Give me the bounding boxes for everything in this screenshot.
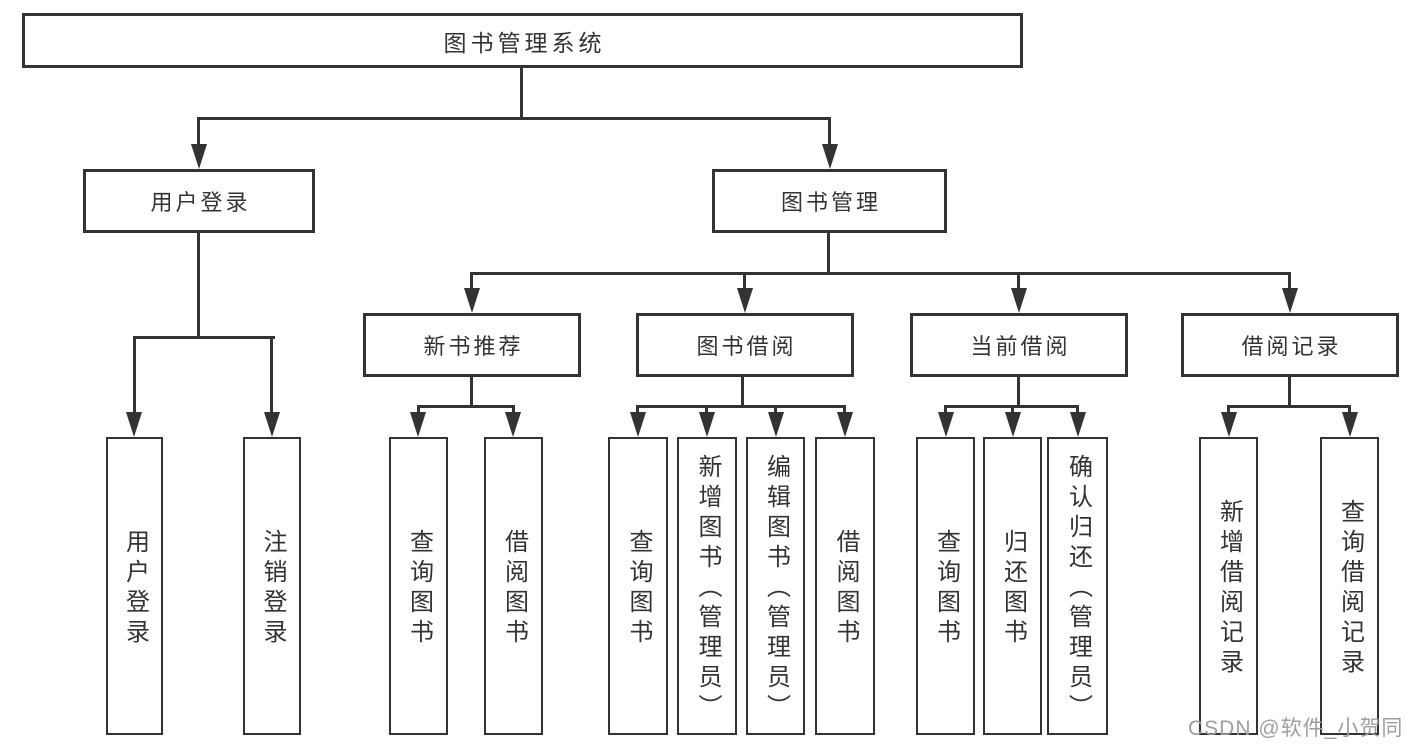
connector-line [705,405,708,417]
node-label: 新书推荐 [423,334,524,359]
arrowhead-down-icon [768,412,784,437]
arrowhead-down-icon [464,288,480,313]
arrowhead-down-icon [699,412,715,437]
leaf-query-borrow-record: 查询借阅记录 [1320,437,1379,735]
node-book-management: 图书管理 [712,169,947,233]
watermark: CSDN @软件_小贺同学 [1188,717,1405,740]
leaf-confirm-return-admin: 确认归还（管理员） [1047,437,1108,735]
connector-line [1348,405,1351,417]
node-book-borrowing: 图书借阅 [636,313,854,377]
node-label: 查询图书 [625,529,652,649]
node-library-system: 图书管理系统 [22,13,1023,68]
node-label: 当前借阅 [970,334,1071,359]
node-label: 图书管理 [780,190,881,215]
connector-line [1017,272,1020,292]
connector-line [1017,377,1020,408]
node-label: 确认归还（管理员） [1064,454,1092,724]
connector-line [470,272,473,292]
arrowhead-down-icon [822,144,838,169]
node-new-book-recommendation: 新书推荐 [363,313,581,377]
connector-line [470,377,473,408]
connector-line [843,405,846,417]
connector-line [133,336,136,416]
connector-line [133,336,275,339]
connector-line [944,405,947,417]
node-label: 新增借阅记录 [1215,499,1243,679]
node-label: 查询图书 [405,529,433,649]
connector-line [417,405,515,408]
leaf-query-books-borrowing: 查询图书 [608,437,668,735]
node-label: 图书借阅 [696,334,797,359]
node-label: 图书管理系统 [443,29,606,56]
connector-line [417,405,420,417]
leaf-edit-book-admin: 编辑图书（管理员） [746,437,805,735]
connector-line [1011,405,1014,417]
connector-line [512,405,515,417]
connector-line [636,405,639,417]
connector-line [828,117,831,147]
connector-line [1288,272,1291,292]
arrowhead-down-icon [1342,412,1358,437]
arrowhead-down-icon [264,412,280,437]
arrowhead-down-icon [1011,288,1027,313]
connector-line [197,233,200,339]
arrowhead-down-icon [837,412,853,437]
node-borrowing-records: 借阅记录 [1181,313,1399,377]
node-label: 借阅图书 [500,529,528,649]
leaf-add-book-admin: 新增图书（管理员） [677,437,737,735]
node-label: 借阅记录 [1241,334,1342,359]
leaf-borrow-books-recommend: 借阅图书 [484,437,543,735]
arrowhead-down-icon [1070,412,1086,437]
arrowhead-down-icon [938,412,954,437]
leaf-return-books: 归还图书 [983,437,1042,735]
node-label: 查询借阅记录 [1336,499,1364,679]
connector-line [1076,405,1079,417]
arrowhead-down-icon [191,144,207,169]
arrowhead-down-icon [1282,288,1298,313]
connector-line [520,66,523,119]
node-label: 新增图书（管理员） [694,454,721,724]
leaf-logout: 注销登录 [243,437,301,735]
connector-line [1288,377,1291,408]
leaf-borrow-books: 借阅图书 [815,437,875,735]
leaf-query-books-current: 查询图书 [916,437,975,735]
leaf-user-login: 用户登录 [106,437,163,735]
arrowhead-down-icon [630,412,646,437]
arrowhead-down-icon [1005,412,1021,437]
node-label: 编辑图书（管理员） [762,454,790,724]
connector-line [270,336,273,416]
node-label: 借阅图书 [832,529,859,649]
node-label: 用户登录 [150,190,251,215]
connector-line [1227,405,1230,417]
node-label: 归还图书 [999,529,1027,649]
connector-line [827,233,830,275]
arrowhead-down-icon [1221,412,1237,437]
connector-line [774,405,777,417]
leaf-add-borrow-record: 新增借阅记录 [1199,437,1258,735]
node-label: 查询图书 [932,529,960,649]
connector-line [741,377,744,408]
connector-line [743,272,746,292]
connector-line [197,117,200,147]
connector-line [197,117,831,120]
arrowhead-down-icon [410,412,426,437]
leaf-query-books-recommend: 查询图书 [389,437,448,735]
arrowhead-down-icon [737,288,753,313]
arrowhead-down-icon [505,412,521,437]
node-user-login: 用户登录 [83,169,315,233]
connector-line [470,272,1291,275]
node-current-borrowing: 当前借阅 [910,313,1128,377]
node-label: 注销登录 [259,529,286,649]
connector-line [1227,405,1351,408]
connector-line [636,405,846,408]
node-label: 用户登录 [121,529,149,649]
arrowhead-down-icon [126,412,142,437]
